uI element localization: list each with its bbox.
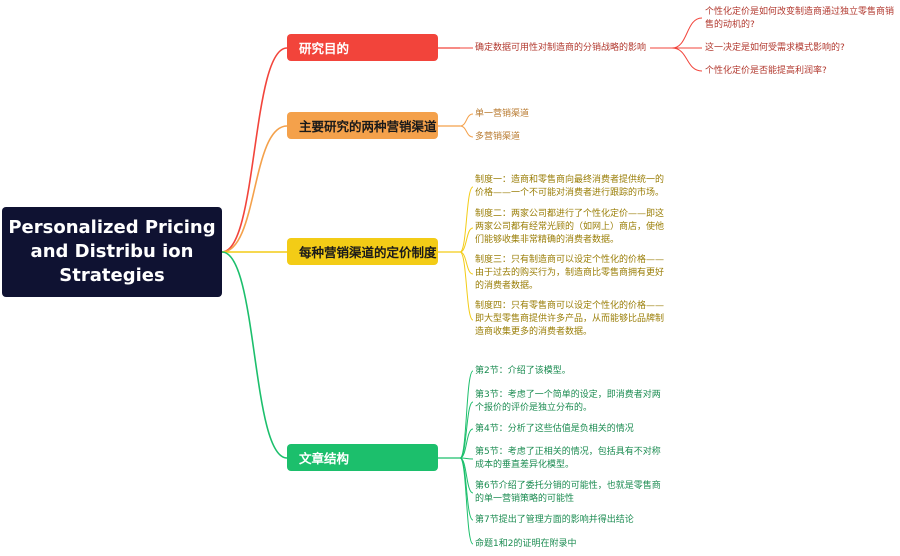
topic-paper-structure[interactable]: 文章结构 <box>287 444 438 471</box>
leaf-purpose-question-1[interactable]: 个性化定价是如何改变制造商通过独立零售商销 售的动机的? <box>705 7 895 30</box>
link-t3-c0 <box>459 186 474 253</box>
link-t4-c2 <box>459 428 474 459</box>
leaf-regime-3[interactable]: 制度三：只有制造商可以设定个性化的价格—— 由于过去的购买行为，制造商比零售商拥… <box>475 255 665 291</box>
topic-research-purpose[interactable]: 研究目的 <box>287 34 438 61</box>
leaf-regime-1[interactable]: 制度一：造商和零售商向最终消费者提供统一的 价格——一个不可能对消费者进行跟踪的… <box>475 175 665 198</box>
link-t4-c6 <box>459 457 474 545</box>
leaf-regime-2[interactable]: 制度二：两家公司都进行了个性化定价——即这 两家公司都有经常光顾的（如网上）商店… <box>475 209 665 245</box>
leaf-section-4[interactable]: 第4节：分析了这些估值是负相关的情况 <box>475 424 634 434</box>
topic-pricing-regimes[interactable]: 每种营销渠道的定价制度 <box>287 238 438 265</box>
leaf-purpose-question-3[interactable]: 个性化定价是否能提高利润率? <box>705 66 827 76</box>
leaf-section-5[interactable]: 第5节：考虑了正相关的情况，包括具有不对称 成本的垂直差异化模型。 <box>475 447 661 470</box>
topic-two-channels[interactable]: 主要研究的两种营销渠道 <box>287 112 438 139</box>
branch-root-t1 <box>221 47 288 253</box>
link-t3-c3 <box>459 251 474 321</box>
leaf-purpose-question-2[interactable]: 这一决定是如何受需求模式影响的? <box>705 43 845 53</box>
leaf-appendix[interactable]: 命题1和2的证明在附录中 <box>475 539 577 549</box>
link-t4-c5 <box>459 457 474 521</box>
link-t3-c1 <box>459 227 474 253</box>
link-t2-c1 <box>459 125 474 138</box>
root-topic[interactable]: Personalized Pricing and Distribu ion St… <box>2 207 222 297</box>
leaf-regime-4[interactable]: 制度四：只有零售商可以设定个性化的价格—— 即大型零售商提供许多产品，从而能够比… <box>475 301 665 337</box>
leaf-purpose-main[interactable]: 确定数据可用性对制造商的分销战略的影响 <box>475 43 647 53</box>
branch-root-t4 <box>221 251 288 459</box>
leaf-section-6[interactable]: 第6节介绍了委托分销的可能性，也就是零售商 的单一营销策略的可能性 <box>475 481 661 504</box>
leaf-section-7[interactable]: 第7节提出了管理方面的影响并得出结论 <box>475 515 634 525</box>
leaf-multi-channel[interactable]: 多营销渠道 <box>475 132 521 142</box>
link-t1-sub-0 <box>671 17 703 49</box>
leaf-section-3[interactable]: 第3节：考虑了一个简单的设定，即消费者对两 个报价的评价是独立分布的。 <box>475 390 661 413</box>
leaf-section-2[interactable]: 第2节：介绍了该模型。 <box>475 366 571 376</box>
leaf-single-channel[interactable]: 单一营销渠道 <box>475 109 530 119</box>
link-t2-c0 <box>459 113 474 127</box>
branch-root-t2 <box>221 125 288 253</box>
link-t1-sub-2 <box>671 47 703 72</box>
